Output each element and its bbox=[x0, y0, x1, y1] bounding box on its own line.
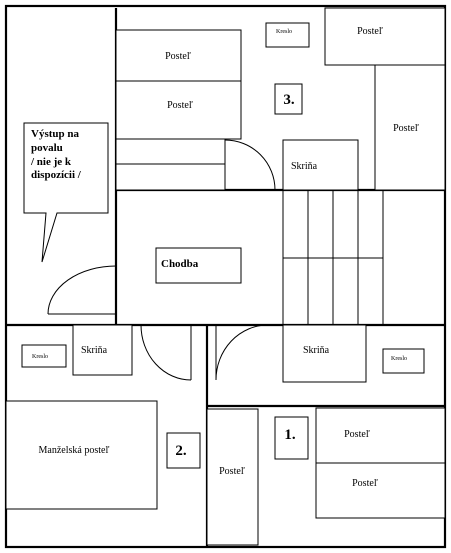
double-bed bbox=[5, 400, 158, 510]
attic-text-line2: povalu bbox=[31, 142, 63, 154]
bed-room1-right-top bbox=[315, 407, 446, 464]
corridor-label-box bbox=[155, 247, 242, 284]
bed-room3-right-label: Posteľ bbox=[393, 123, 419, 134]
bed-room3-top bbox=[115, 29, 242, 82]
bed-room3-right bbox=[374, 64, 446, 191]
room-3-number: 3. bbox=[283, 92, 295, 108]
wardrobe-room2 bbox=[72, 324, 133, 376]
armchair-room2-label: Kreslo bbox=[32, 354, 48, 360]
attic-text-line4: dispozícii / bbox=[31, 169, 82, 181]
staircase bbox=[282, 190, 384, 325]
wardrobe-room3 bbox=[282, 139, 359, 191]
wardrobe-room1 bbox=[282, 324, 367, 383]
bed-room1-right-top-label: Posteľ bbox=[344, 429, 370, 440]
bed-room1-left-label: Posteľ bbox=[219, 466, 245, 477]
wardrobe-room1-label: Skriňa bbox=[303, 345, 330, 356]
armchair-room3-label: Kreslo bbox=[276, 29, 292, 35]
bed-room3-bottom-label: Posteľ bbox=[167, 100, 193, 111]
bed-room3-top-right-label: Posteľ bbox=[357, 26, 383, 37]
wardrobe-room2-label: Skriňa bbox=[81, 345, 108, 356]
room-3-number-box bbox=[274, 83, 303, 115]
corridor: Chodba bbox=[155, 247, 242, 284]
outer-wall bbox=[4, 4, 447, 549]
bed-room1-left bbox=[206, 408, 259, 546]
armchair-room1-label: Kreslo bbox=[391, 356, 407, 362]
door-swing-room3 bbox=[224, 139, 276, 191]
door-swing-corridor bbox=[47, 265, 117, 315]
room-2-number: 2. bbox=[175, 443, 187, 459]
corridor-label: Chodba bbox=[161, 258, 199, 270]
room-1-number-box bbox=[274, 416, 309, 460]
attic-area: Výstup na povalu / nie je k dispozícii / bbox=[23, 122, 117, 315]
door-swing-room1 bbox=[215, 324, 269, 381]
double-bed-label: Manželská posteľ bbox=[39, 445, 110, 456]
bed-room3-top-label: Posteľ bbox=[165, 51, 191, 62]
room-2: Kreslo Skriňa Manželská posteľ 2. bbox=[5, 324, 201, 510]
bed-room1-right-bottom-label: Posteľ bbox=[352, 478, 378, 489]
armchair-room2 bbox=[21, 344, 67, 368]
room-3: Posteľ Posteľ Kreslo Posteľ Posteľ 3. Sk… bbox=[115, 7, 446, 191]
wardrobe-room3-label: Skriňa bbox=[291, 161, 318, 172]
bed-room3-top-right bbox=[324, 7, 446, 66]
bed-room1-right-bottom bbox=[315, 462, 446, 519]
room-2-number-box bbox=[166, 432, 201, 469]
room-1-number: 1. bbox=[284, 427, 296, 443]
armchair-room1 bbox=[382, 348, 425, 374]
door-swing-room2 bbox=[140, 324, 192, 381]
attic-callout bbox=[23, 122, 109, 263]
room-1: Skriňa Kreslo Posteľ 1. Posteľ Posteľ bbox=[206, 324, 446, 546]
attic-text-line3: / nie je k bbox=[30, 156, 72, 168]
attic-text-line1: Výstup na bbox=[31, 128, 79, 140]
armchair-room3 bbox=[265, 22, 310, 48]
